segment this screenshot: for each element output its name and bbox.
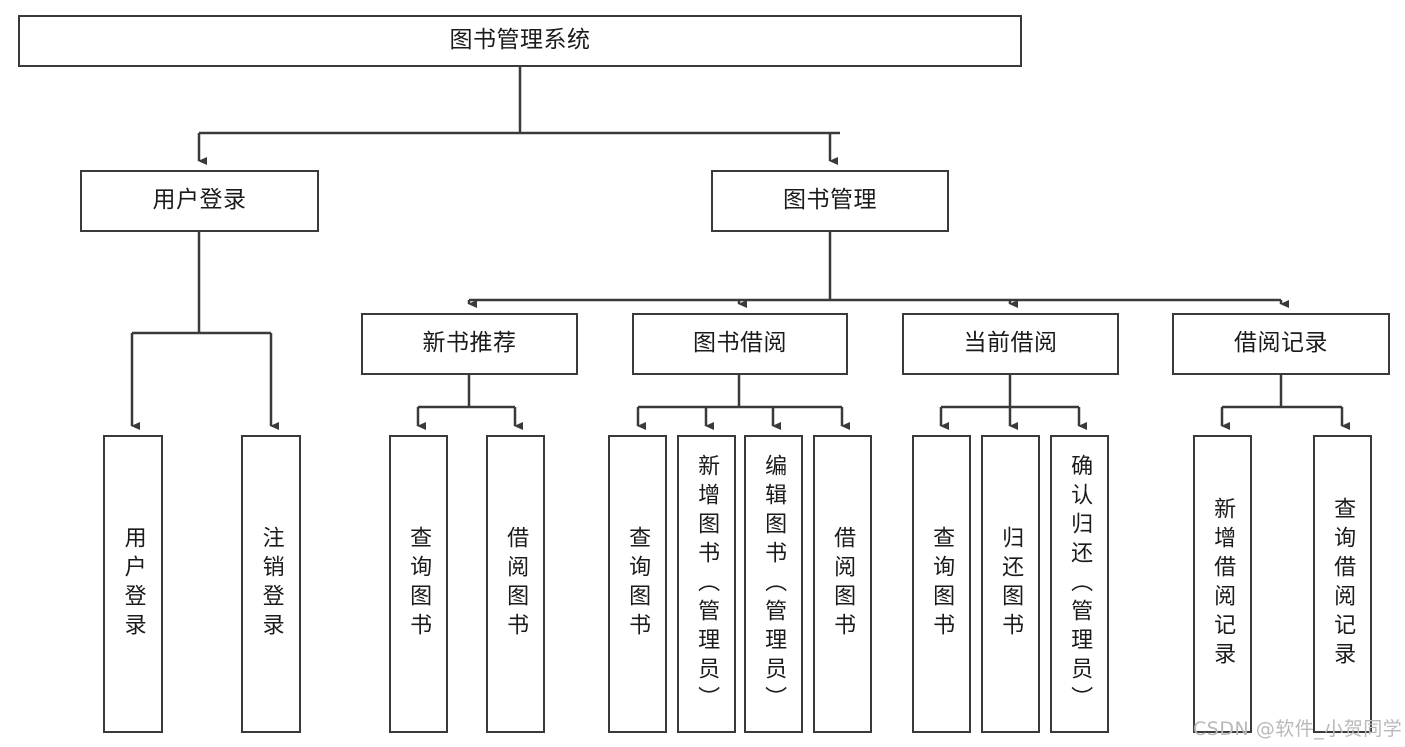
node-label: 新增图书（管理员） [694, 453, 720, 715]
leaf-confirm-return[interactable]: 确认归还（管理员） [1050, 435, 1109, 733]
node-label: 查询借阅记录 [1330, 497, 1356, 671]
node-user-login[interactable]: 用户登录 [80, 170, 319, 232]
node-label: 用户登录 [120, 526, 146, 642]
node-label: 新书推荐 [422, 330, 517, 357]
node-label: 编辑图书（管理员） [761, 453, 787, 715]
node-label: 借阅记录 [1234, 330, 1328, 357]
node-label: 新增借阅记录 [1210, 497, 1236, 671]
leaf-logout-login[interactable]: 注销登录 [241, 435, 301, 733]
node-label: 图书借阅 [693, 330, 787, 357]
node-label: 查询图书 [929, 526, 955, 642]
leaf-user-login[interactable]: 用户登录 [103, 435, 163, 733]
leaf-borrow-book-1[interactable]: 借阅图书 [486, 435, 545, 733]
leaf-add-borrow-record[interactable]: 新增借阅记录 [1193, 435, 1252, 733]
leaf-query-book-2[interactable]: 查询图书 [608, 435, 667, 733]
node-label: 借阅图书 [830, 526, 856, 642]
node-current-borrow[interactable]: 当前借阅 [902, 313, 1119, 375]
node-new-book-recommend[interactable]: 新书推荐 [361, 313, 578, 375]
leaf-query-borrow-record[interactable]: 查询借阅记录 [1313, 435, 1372, 733]
node-label: 归还图书 [998, 526, 1024, 642]
node-label: 图书管理 [783, 187, 877, 214]
leaf-add-book[interactable]: 新增图书（管理员） [677, 435, 736, 733]
leaf-edit-book[interactable]: 编辑图书（管理员） [744, 435, 803, 733]
leaf-query-book-3[interactable]: 查询图书 [912, 435, 971, 733]
node-label: 借阅图书 [503, 526, 529, 642]
node-label: 查询图书 [406, 526, 432, 642]
watermark-text: CSDN @软件_小贺同学 [1193, 718, 1403, 740]
node-label: 注销登录 [258, 526, 284, 642]
node-book-borrow[interactable]: 图书借阅 [632, 313, 848, 375]
leaf-return-book[interactable]: 归还图书 [981, 435, 1040, 733]
node-label: 确认归还（管理员） [1067, 453, 1093, 715]
node-root-system[interactable]: 图书管理系统 [18, 15, 1022, 67]
leaf-borrow-book-2[interactable]: 借阅图书 [813, 435, 872, 733]
node-label: 查询图书 [625, 526, 651, 642]
leaf-query-book-1[interactable]: 查询图书 [389, 435, 448, 733]
node-book-management[interactable]: 图书管理 [711, 170, 949, 232]
node-borrow-record[interactable]: 借阅记录 [1172, 313, 1390, 375]
node-label: 用户登录 [152, 187, 247, 214]
node-label: 图书管理系统 [449, 27, 591, 54]
node-label: 当前借阅 [963, 330, 1058, 357]
